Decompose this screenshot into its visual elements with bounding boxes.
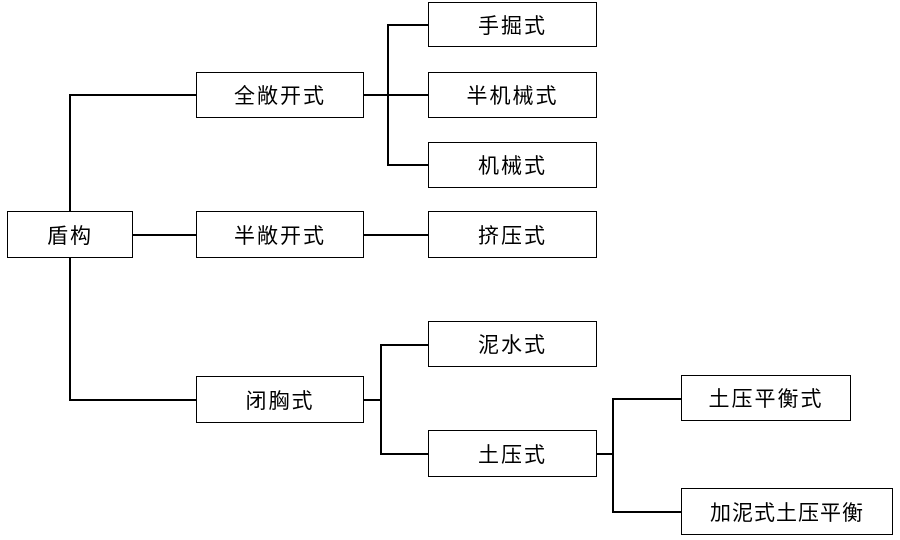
node-semi-mechanical: 半机械式 bbox=[428, 72, 597, 118]
node-label: 挤压式 bbox=[478, 223, 547, 248]
node-label: 闭胸式 bbox=[245, 388, 315, 413]
node-label: 盾构 bbox=[47, 223, 93, 248]
node-root: 盾构 bbox=[7, 211, 133, 258]
node-label: 土压式 bbox=[478, 442, 547, 467]
connector-earth-pressure-out bbox=[596, 453, 613, 455]
connector-to-extrusion bbox=[363, 234, 429, 236]
connector-to-closed bbox=[69, 399, 197, 401]
connector-to-manual bbox=[387, 24, 429, 26]
connector-to-epb bbox=[612, 398, 682, 400]
node-closed: 闭胸式 bbox=[196, 376, 364, 423]
node-half-open: 半敞开式 bbox=[196, 211, 364, 258]
node-extrusion: 挤压式 bbox=[428, 211, 597, 258]
connector-root-to-half-open bbox=[132, 234, 197, 236]
connector-to-mud-epb bbox=[612, 511, 682, 513]
node-mud-epb: 加泥式土压平衡 bbox=[681, 488, 893, 535]
node-label: 半敞开式 bbox=[234, 223, 326, 248]
node-epb: 土压平衡式 bbox=[681, 375, 851, 421]
node-slurry: 泥水式 bbox=[428, 321, 597, 367]
node-manual: 手掘式 bbox=[428, 2, 597, 47]
node-label: 手掘式 bbox=[478, 13, 547, 38]
node-earth-pressure: 土压式 bbox=[428, 430, 597, 477]
node-full-open: 全敞开式 bbox=[196, 72, 364, 118]
node-label: 加泥式土压平衡 bbox=[710, 500, 864, 525]
connector-earth-pressure-vertical bbox=[612, 398, 614, 512]
connector-closed-vertical bbox=[380, 344, 382, 454]
connector-to-earth-pressure bbox=[380, 453, 429, 455]
connector-to-mechanical bbox=[387, 164, 429, 166]
node-label: 机械式 bbox=[478, 154, 547, 178]
connector-to-slurry bbox=[380, 344, 429, 346]
node-label: 土压平衡式 bbox=[708, 387, 824, 411]
connector-closed-out bbox=[363, 399, 381, 401]
connector-to-semi-mech bbox=[363, 94, 429, 96]
node-mechanical: 机械式 bbox=[428, 142, 597, 188]
node-label: 全敞开式 bbox=[234, 84, 326, 108]
connector-to-full-open bbox=[69, 94, 197, 96]
node-label: 泥水式 bbox=[478, 333, 547, 357]
node-label: 半机械式 bbox=[466, 84, 559, 108]
